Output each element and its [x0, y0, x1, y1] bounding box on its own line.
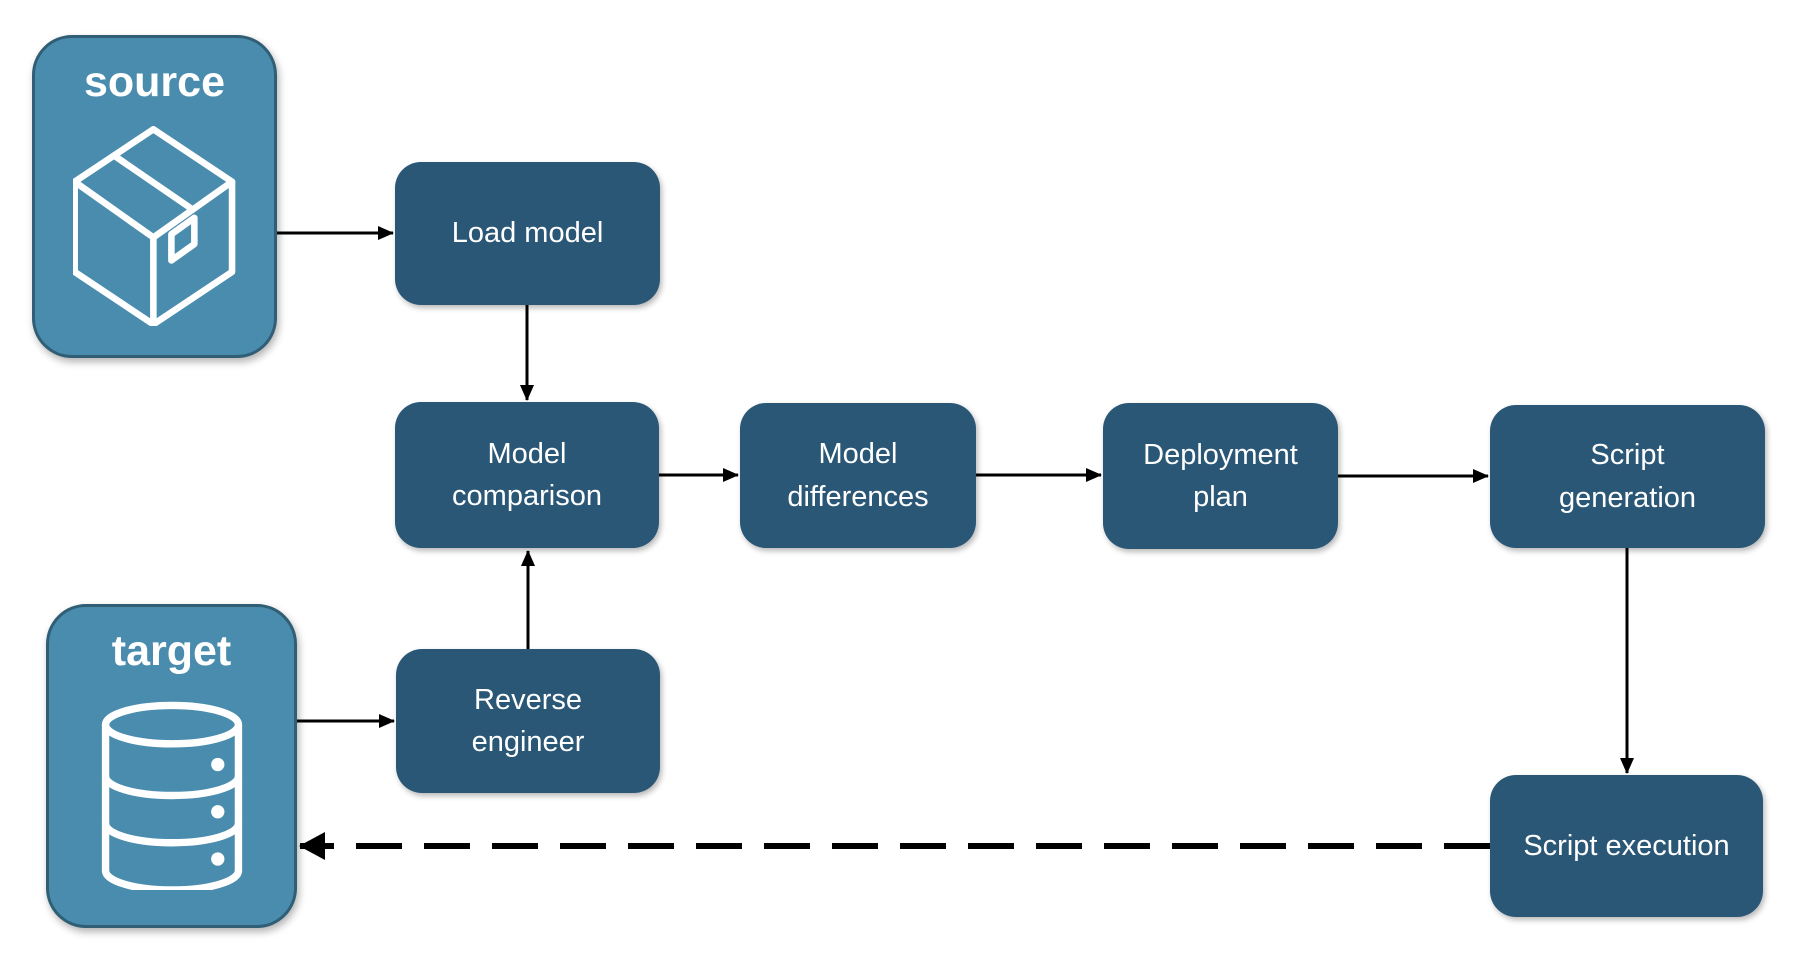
node-reverse-engineer: Reverse engineer	[396, 649, 660, 793]
model-differences-label: Model differences	[787, 438, 929, 513]
source-label: source	[83, 58, 225, 106]
node-deployment-plan: Deployment plan	[1103, 403, 1338, 549]
deployment-plan-label: Deployment plan	[1143, 438, 1298, 513]
node-model-differences: Model differences	[740, 403, 976, 548]
node-model-comparison: Model comparison	[395, 402, 659, 548]
node-script-generation: Script generation	[1490, 405, 1765, 548]
script-generation-label: Script generation	[1558, 439, 1697, 514]
node-script-execution: Script execution	[1490, 775, 1763, 917]
load-model-label: Load model	[451, 217, 604, 250]
script-execution-label: Script execution	[1523, 829, 1730, 862]
node-target: target	[46, 604, 297, 928]
model-comparison-label: Model comparison	[452, 437, 602, 512]
package-icon	[35, 107, 274, 345]
database-icon	[49, 676, 294, 915]
node-source: source	[32, 35, 277, 358]
reverse-engineer-label: Reverse engineer	[471, 683, 585, 758]
node-load-model: Load model	[395, 162, 660, 305]
target-label: target	[111, 627, 232, 675]
